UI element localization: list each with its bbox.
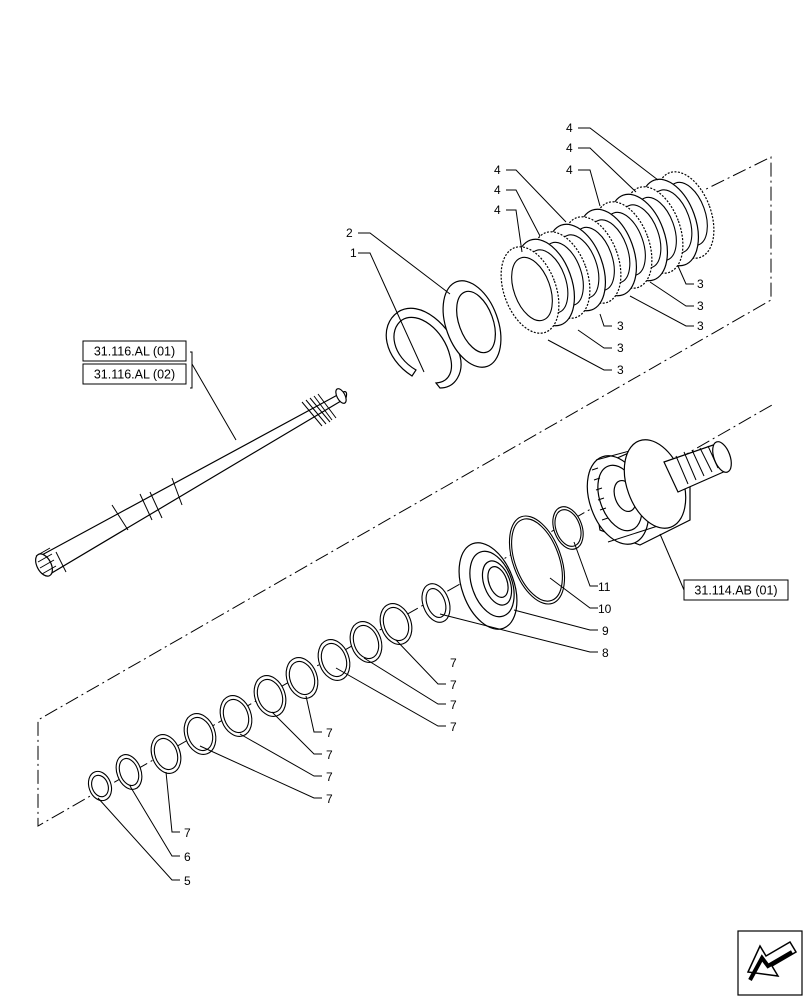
callout-7: 7 bbox=[326, 726, 333, 740]
callout-5: 5 bbox=[184, 874, 191, 888]
piston bbox=[458, 542, 518, 630]
shim-washer-inner bbox=[288, 660, 316, 696]
shim-stack bbox=[87, 603, 413, 802]
callout-3: 3 bbox=[617, 319, 624, 333]
callout-7: 7 bbox=[326, 748, 333, 762]
reference-label: 31.116.AL (02) bbox=[94, 368, 175, 382]
arrow-next-icon[interactable] bbox=[737, 930, 803, 996]
callout-4: 4 bbox=[494, 163, 501, 177]
reference-shaft-2[interactable]: 31.116.AL (02) bbox=[82, 363, 187, 385]
callout-2: 2 bbox=[346, 226, 353, 240]
callout-9: 9 bbox=[602, 624, 609, 638]
input-shaft bbox=[35, 388, 348, 577]
reference-label: 31.116.AL (01) bbox=[94, 345, 175, 359]
callout-11: 11 bbox=[598, 580, 611, 594]
callout-4: 4 bbox=[566, 141, 573, 155]
reference-housing[interactable]: 31.114.AB (01) bbox=[683, 579, 789, 601]
callout-7: 7 bbox=[326, 792, 333, 806]
shim-washer-inner bbox=[256, 678, 284, 714]
callout-10: 10 bbox=[598, 602, 612, 616]
disc-bore bbox=[511, 256, 553, 322]
thrust-ring bbox=[421, 583, 451, 623]
shim-washer-inner bbox=[320, 642, 348, 678]
callout-4: 4 bbox=[566, 163, 573, 177]
retaining-ring-inner bbox=[91, 774, 109, 798]
callout-7: 7 bbox=[450, 720, 457, 734]
callout-4: 4 bbox=[494, 183, 501, 197]
callout-6: 6 bbox=[184, 850, 191, 864]
clutch-housing bbox=[586, 439, 732, 546]
snap-ring bbox=[385, 307, 462, 389]
callout-3: 3 bbox=[697, 299, 704, 313]
shim-washer-inner bbox=[186, 716, 214, 752]
backing-plate bbox=[442, 280, 502, 368]
callout-7: 7 bbox=[450, 698, 457, 712]
callout-8: 8 bbox=[602, 646, 609, 660]
shim-washer-inner bbox=[222, 698, 250, 734]
clutch-plate-stack bbox=[500, 171, 715, 334]
shim-washer-inner bbox=[352, 624, 380, 660]
piston-seal-inner bbox=[552, 506, 584, 550]
shim-washer-inner bbox=[382, 606, 410, 642]
reference-shaft-1[interactable]: 31.116.AL (01) bbox=[82, 340, 187, 362]
piston-seal-outer bbox=[508, 515, 566, 605]
callout-7: 7 bbox=[326, 770, 333, 784]
leader-lines bbox=[97, 127, 694, 881]
callout-7: 7 bbox=[450, 656, 457, 670]
callout-1: 1 bbox=[350, 246, 357, 260]
callout-labels: 1 2 3 3 3 3 3 3 4 4 4 4 4 4 5 6 7 7 7 7 … bbox=[184, 121, 704, 888]
callout-3: 3 bbox=[697, 277, 704, 291]
retaining-ring-inner bbox=[118, 757, 140, 787]
callout-4: 4 bbox=[494, 203, 501, 217]
shim-washer-inner bbox=[153, 737, 179, 771]
callout-7: 7 bbox=[184, 826, 191, 840]
callout-3: 3 bbox=[617, 341, 624, 355]
callout-3: 3 bbox=[617, 363, 624, 377]
callout-7: 7 bbox=[450, 678, 457, 692]
callout-3: 3 bbox=[697, 319, 704, 333]
reference-label: 31.114.AB (01) bbox=[694, 584, 777, 598]
callout-4: 4 bbox=[566, 121, 573, 135]
